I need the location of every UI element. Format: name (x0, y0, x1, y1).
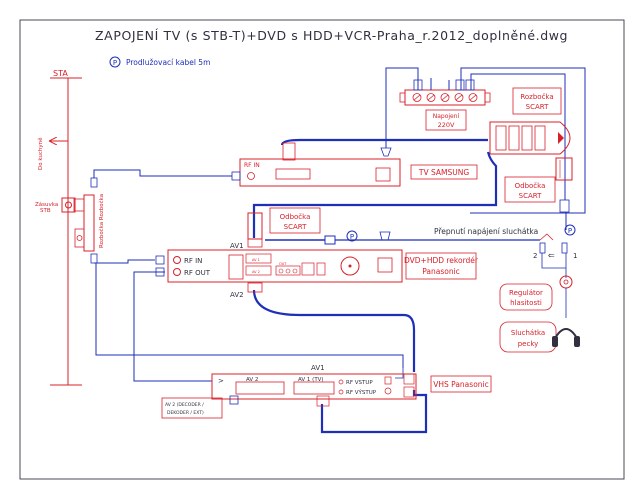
dvd-recorder: AV1 AV2 RF IN RF OUT AV 1 AV 2 OUT DVD+H… (167, 238, 479, 299)
volume-label-2: hlasitosti (510, 299, 542, 307)
dvd-rf-out-label: RF OUT (184, 269, 211, 277)
vhs-side-label-2: DEKODER / EXT) (167, 410, 204, 416)
vhs-arrow: > (218, 377, 224, 385)
switch-pos-1: 1 (573, 252, 577, 260)
scart-branch-left-label-2: SCART (284, 223, 307, 231)
power-strip: Napojení 220V (399, 89, 491, 131)
legend-text: Prodlužovací kabel 5m (126, 58, 210, 67)
vhs-rf-in-label: RF VSTUP (346, 380, 373, 386)
extension-marker-label: P (350, 233, 354, 241)
extension-cable-marker-2 (564, 224, 576, 236)
socket-label-1: Zásuvka (35, 201, 58, 208)
vhs-side-label-1: AV 2 (DECODER / (165, 402, 204, 408)
scart-branch-right: Odbočka SCART (504, 157, 573, 203)
power-label-2: 220V (438, 121, 455, 129)
wall-section: STA Do kuchyně Zásuvka STB Rozbočka Rozb… (35, 69, 105, 386)
vhs-rf-out-label: RF VÝSTUP (346, 389, 377, 396)
headphones-icon (552, 328, 580, 347)
power-label-1: Napojení (433, 113, 460, 120)
audio-cable: P P (265, 212, 576, 245)
drawing-title: ZAPOJENÍ TV (s STB-T)+DVD s HDD+VCR-Prah… (95, 28, 568, 43)
tv-rf-in-label: RF IN (244, 162, 260, 169)
dvd-small-av1: AV 1 (252, 258, 260, 262)
switch-label: Přepnutí napájení sluchátka (434, 227, 538, 236)
headphone-switch: Přepnutí napájení sluchátka 2 ⇐ 1 (434, 227, 577, 278)
scart-branch-right-label-1: Odbočka (515, 182, 546, 190)
switch-pos-2: 2 (533, 252, 537, 260)
volume-regulator: Regulátor hlasitosti (499, 275, 573, 318)
volume-label-1: Regulátor (509, 289, 543, 297)
dvd-name-1: DVD+HDD rekordér (404, 256, 479, 265)
dvd-av1-label: AV1 (230, 242, 244, 250)
antenna-socket (61, 197, 76, 213)
dvd-name-2: Panasonic (422, 267, 460, 276)
extension-cable-marker (346, 230, 358, 242)
scart-splitter: Rozbočka SCART (489, 87, 571, 155)
vhs-slot-av1: AV 1 (TV) (298, 377, 324, 383)
power-plugs (379, 79, 570, 379)
scart-branch-left-label-1: Odbočka (280, 213, 311, 221)
scart-branch-right-label-2: SCART (519, 192, 542, 200)
scart-splitter-label-2: SCART (526, 103, 549, 111)
drawing-frame (19, 19, 625, 480)
splitter-label: Rozbočka Rozbočka (98, 194, 105, 248)
rf-cables (93, 169, 404, 382)
vhs-name: VHS Panasonic (433, 380, 489, 389)
scart-branch-left: Odbočka SCART (247, 207, 321, 240)
dvd-small-av2: AV 2 (252, 270, 260, 274)
vhs-panasonic: AV1 > AV 2 AV 1 (TV) RF VSTUP RF VÝSTUP … (161, 364, 492, 419)
legend-symbol: P (113, 59, 117, 67)
legend: P Prodlužovací kabel 5m (109, 56, 210, 68)
tv-samsung: RF IN TV SAMSUNG (239, 142, 478, 187)
phones-label-1: Sluchátka (511, 329, 545, 337)
dvd-small-out: OUT (279, 262, 287, 266)
extension-cable-symbol (109, 56, 121, 68)
to-kitchen-label: Do kuchyně (37, 137, 44, 170)
socket-label-2: STB (40, 208, 51, 214)
extension-marker-label-2: P (568, 227, 572, 235)
power-cables (385, 67, 586, 214)
switch-arrow: ⇐ (548, 251, 555, 260)
antenna-splitter (83, 194, 95, 252)
vhs-av1-label: AV1 (311, 364, 325, 372)
dvd-rf-in-label: RF IN (184, 257, 202, 265)
vhs-slot-av2: AV 2 (246, 377, 258, 383)
sta-label: STA (53, 69, 68, 78)
phones-label-2: pecky (518, 340, 539, 348)
dvd-av2-label: AV2 (230, 291, 244, 299)
tv-name: TV SAMSUNG (418, 168, 469, 177)
scart-splitter-label-1: Rozbočka (520, 93, 553, 101)
headphones: Sluchátka pecky (499, 321, 580, 353)
